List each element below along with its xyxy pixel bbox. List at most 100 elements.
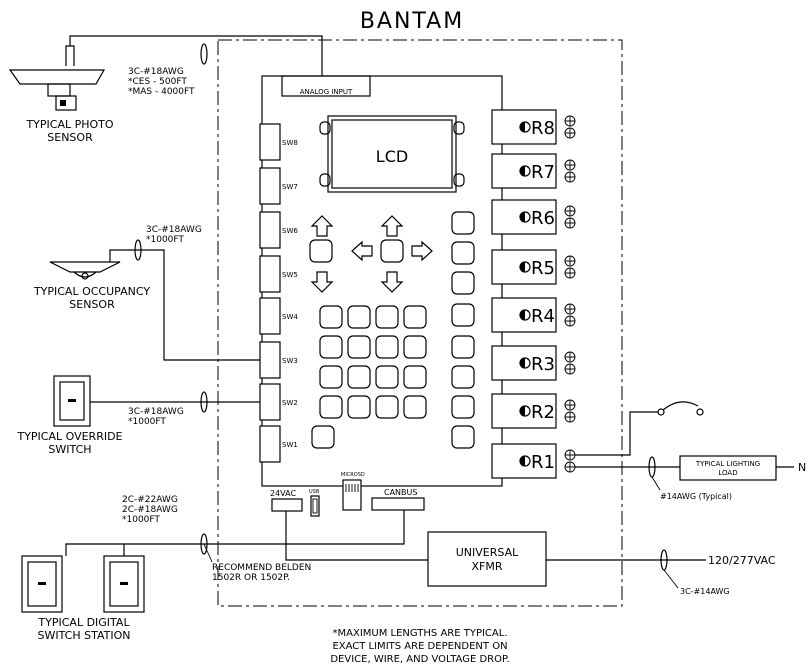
recommend-note-1: RECOMMEND BELDEN xyxy=(212,563,311,573)
lcd-display: LCD xyxy=(319,115,465,193)
load-wire-spec: #14AWG (Typical) xyxy=(660,492,732,501)
footnote-line-3: DEVICE, WIRE, AND VOLTAGE DROP. xyxy=(330,654,509,665)
canbus-terminal: CANBUS xyxy=(371,488,425,511)
diagram-title: BANTAM xyxy=(360,9,464,34)
svg-text:SW4: SW4 xyxy=(282,313,298,321)
digital-switch-label-2: SWITCH STATION xyxy=(38,629,131,642)
svg-text:SW8: SW8 xyxy=(282,139,298,147)
arrow-right-icon xyxy=(411,240,433,262)
analog-input-label: ANALOG INPUT xyxy=(300,88,353,96)
recommend-leader xyxy=(203,543,213,563)
override-switch-label-2: SWITCH xyxy=(48,443,91,456)
supply-voltage-label: 120/277VAC xyxy=(708,554,776,567)
photo-wire-spec-1: 3C-#18AWG xyxy=(128,67,184,77)
xfmr-label-line2: XFMR xyxy=(472,560,503,573)
digital-switch-label-1: TYPICAL DIGITAL xyxy=(37,616,130,629)
switch-contact-icon xyxy=(657,401,704,416)
occupancy-wire-spec-1: 3C-#18AWG xyxy=(146,225,202,235)
svg-text:USB: USB xyxy=(309,489,320,495)
digital-switch-station-icon-2 xyxy=(103,555,145,613)
arrow-down-left-icon xyxy=(310,271,334,293)
switch-terminal-sw4: SW4 xyxy=(259,297,298,335)
override-wire-marker xyxy=(200,391,208,413)
load-wire-leader xyxy=(651,476,661,491)
switch-terminal-sw3: SW3 xyxy=(259,341,298,379)
svg-text:MICROSD: MICROSD xyxy=(341,472,365,478)
arrow-down-icon xyxy=(380,271,404,293)
svg-text:R2: R2 xyxy=(531,402,555,423)
switch-terminal-sw2: SW2 xyxy=(259,383,298,421)
svg-text:R5: R5 xyxy=(531,258,555,279)
keypad-buttons xyxy=(309,211,475,449)
switch-terminal-sw1: SW1 xyxy=(259,425,298,463)
neutral-label: N xyxy=(798,461,806,474)
footnote-line-2: EXACT LIMITS ARE DEPENDENT ON xyxy=(332,641,507,652)
digital-wire-marker xyxy=(200,533,208,555)
analog-input-block xyxy=(281,75,371,97)
occupancy-sensor-wire xyxy=(109,249,260,361)
svg-text:R1: R1 xyxy=(531,452,555,473)
svg-text:CANBUS: CANBUS xyxy=(384,488,417,497)
xfmr-label-line1: UNIVERSAL xyxy=(456,546,519,559)
microsd-slot: MICROSD xyxy=(341,472,365,511)
relay-r1: R1 xyxy=(491,443,576,479)
digital-wire-spec-1: 2C-#22AWG xyxy=(122,495,178,505)
lcd-label: LCD xyxy=(376,147,408,166)
svg-text:SW3: SW3 xyxy=(282,357,298,365)
svg-text:SW1: SW1 xyxy=(282,441,298,449)
relay-r6: R6 xyxy=(491,199,576,235)
recommend-note-2: 1502R OR 1502P. xyxy=(212,573,290,583)
arrow-left-icon xyxy=(351,240,373,262)
digital-switch-wire xyxy=(65,510,405,556)
svg-text:R7: R7 xyxy=(531,162,555,183)
lighting-load-box xyxy=(679,455,777,481)
switch-terminal-sw5: SW5 xyxy=(259,255,298,293)
relay-r5: R5 xyxy=(491,249,576,285)
svg-text:24VAC: 24VAC xyxy=(270,489,296,498)
occupancy-wire-spec-2: *1000FT xyxy=(146,235,184,245)
override-wire-spec-2: *1000FT xyxy=(128,417,166,427)
enclosure-outline xyxy=(217,39,623,607)
switch-terminal-sw7: SW7 xyxy=(259,167,298,205)
controller-board xyxy=(261,75,503,487)
switch-terminal-sw8: SW8 xyxy=(259,123,298,161)
switch-terminal-sw6: SW6 xyxy=(259,211,298,249)
universal-xfmr-box xyxy=(427,531,547,587)
occupancy-sensor-label-1: TYPICAL OCCUPANCY xyxy=(33,285,150,298)
r1-switch-wire xyxy=(575,411,658,456)
override-switch-label-1: TYPICAL OVERRIDE xyxy=(16,430,122,443)
occupancy-sensor-icon xyxy=(49,261,121,280)
photo-sensor-icon xyxy=(8,45,106,111)
lighting-load-label-2: LOAD xyxy=(718,469,737,477)
lighting-load-label-1: TYPICAL LIGHTING xyxy=(695,460,760,468)
photo-sensor-wire xyxy=(69,35,323,76)
override-wire-spec-1: 3C-#18AWG xyxy=(128,407,184,417)
photo-wire-spec-2: *CES - 500FT xyxy=(128,77,187,87)
svg-text:SW2: SW2 xyxy=(282,399,298,407)
digital-wire-spec-3: *1000FT xyxy=(122,515,160,525)
relay-r4: R4 xyxy=(491,297,576,333)
svg-text:SW5: SW5 xyxy=(282,271,298,279)
relay-r3: R3 xyxy=(491,345,576,381)
relay-r2: R2 xyxy=(491,393,576,429)
occupancy-wire-marker xyxy=(134,239,142,261)
photo-sensor-label-1: TYPICAL PHOTO xyxy=(25,118,113,131)
svg-text:R4: R4 xyxy=(531,306,555,327)
svg-text:SW7: SW7 xyxy=(282,183,298,191)
supply-wire-leader xyxy=(663,569,679,589)
relay-r8: R8 xyxy=(491,109,576,145)
relay-r7: R7 xyxy=(491,153,576,189)
svg-text:R8: R8 xyxy=(531,118,555,139)
arrow-up-left-icon xyxy=(310,215,334,237)
photo-sensor-label-2: SENSOR xyxy=(47,131,93,144)
digital-wire-spec-2: 2C-#18AWG xyxy=(122,505,178,515)
power-terminal-24vac: 24VAC xyxy=(270,489,303,512)
usb-port: USB xyxy=(309,489,320,517)
svg-text:SW6: SW6 xyxy=(282,227,298,235)
xfmr-secondary-wire xyxy=(285,511,428,561)
override-switch-icon xyxy=(53,375,91,427)
photo-wire-marker xyxy=(200,43,208,65)
svg-text:R3: R3 xyxy=(531,354,555,375)
footnote-line-1: *MAXIMUM LENGTHS ARE TYPICAL. xyxy=(333,628,508,639)
